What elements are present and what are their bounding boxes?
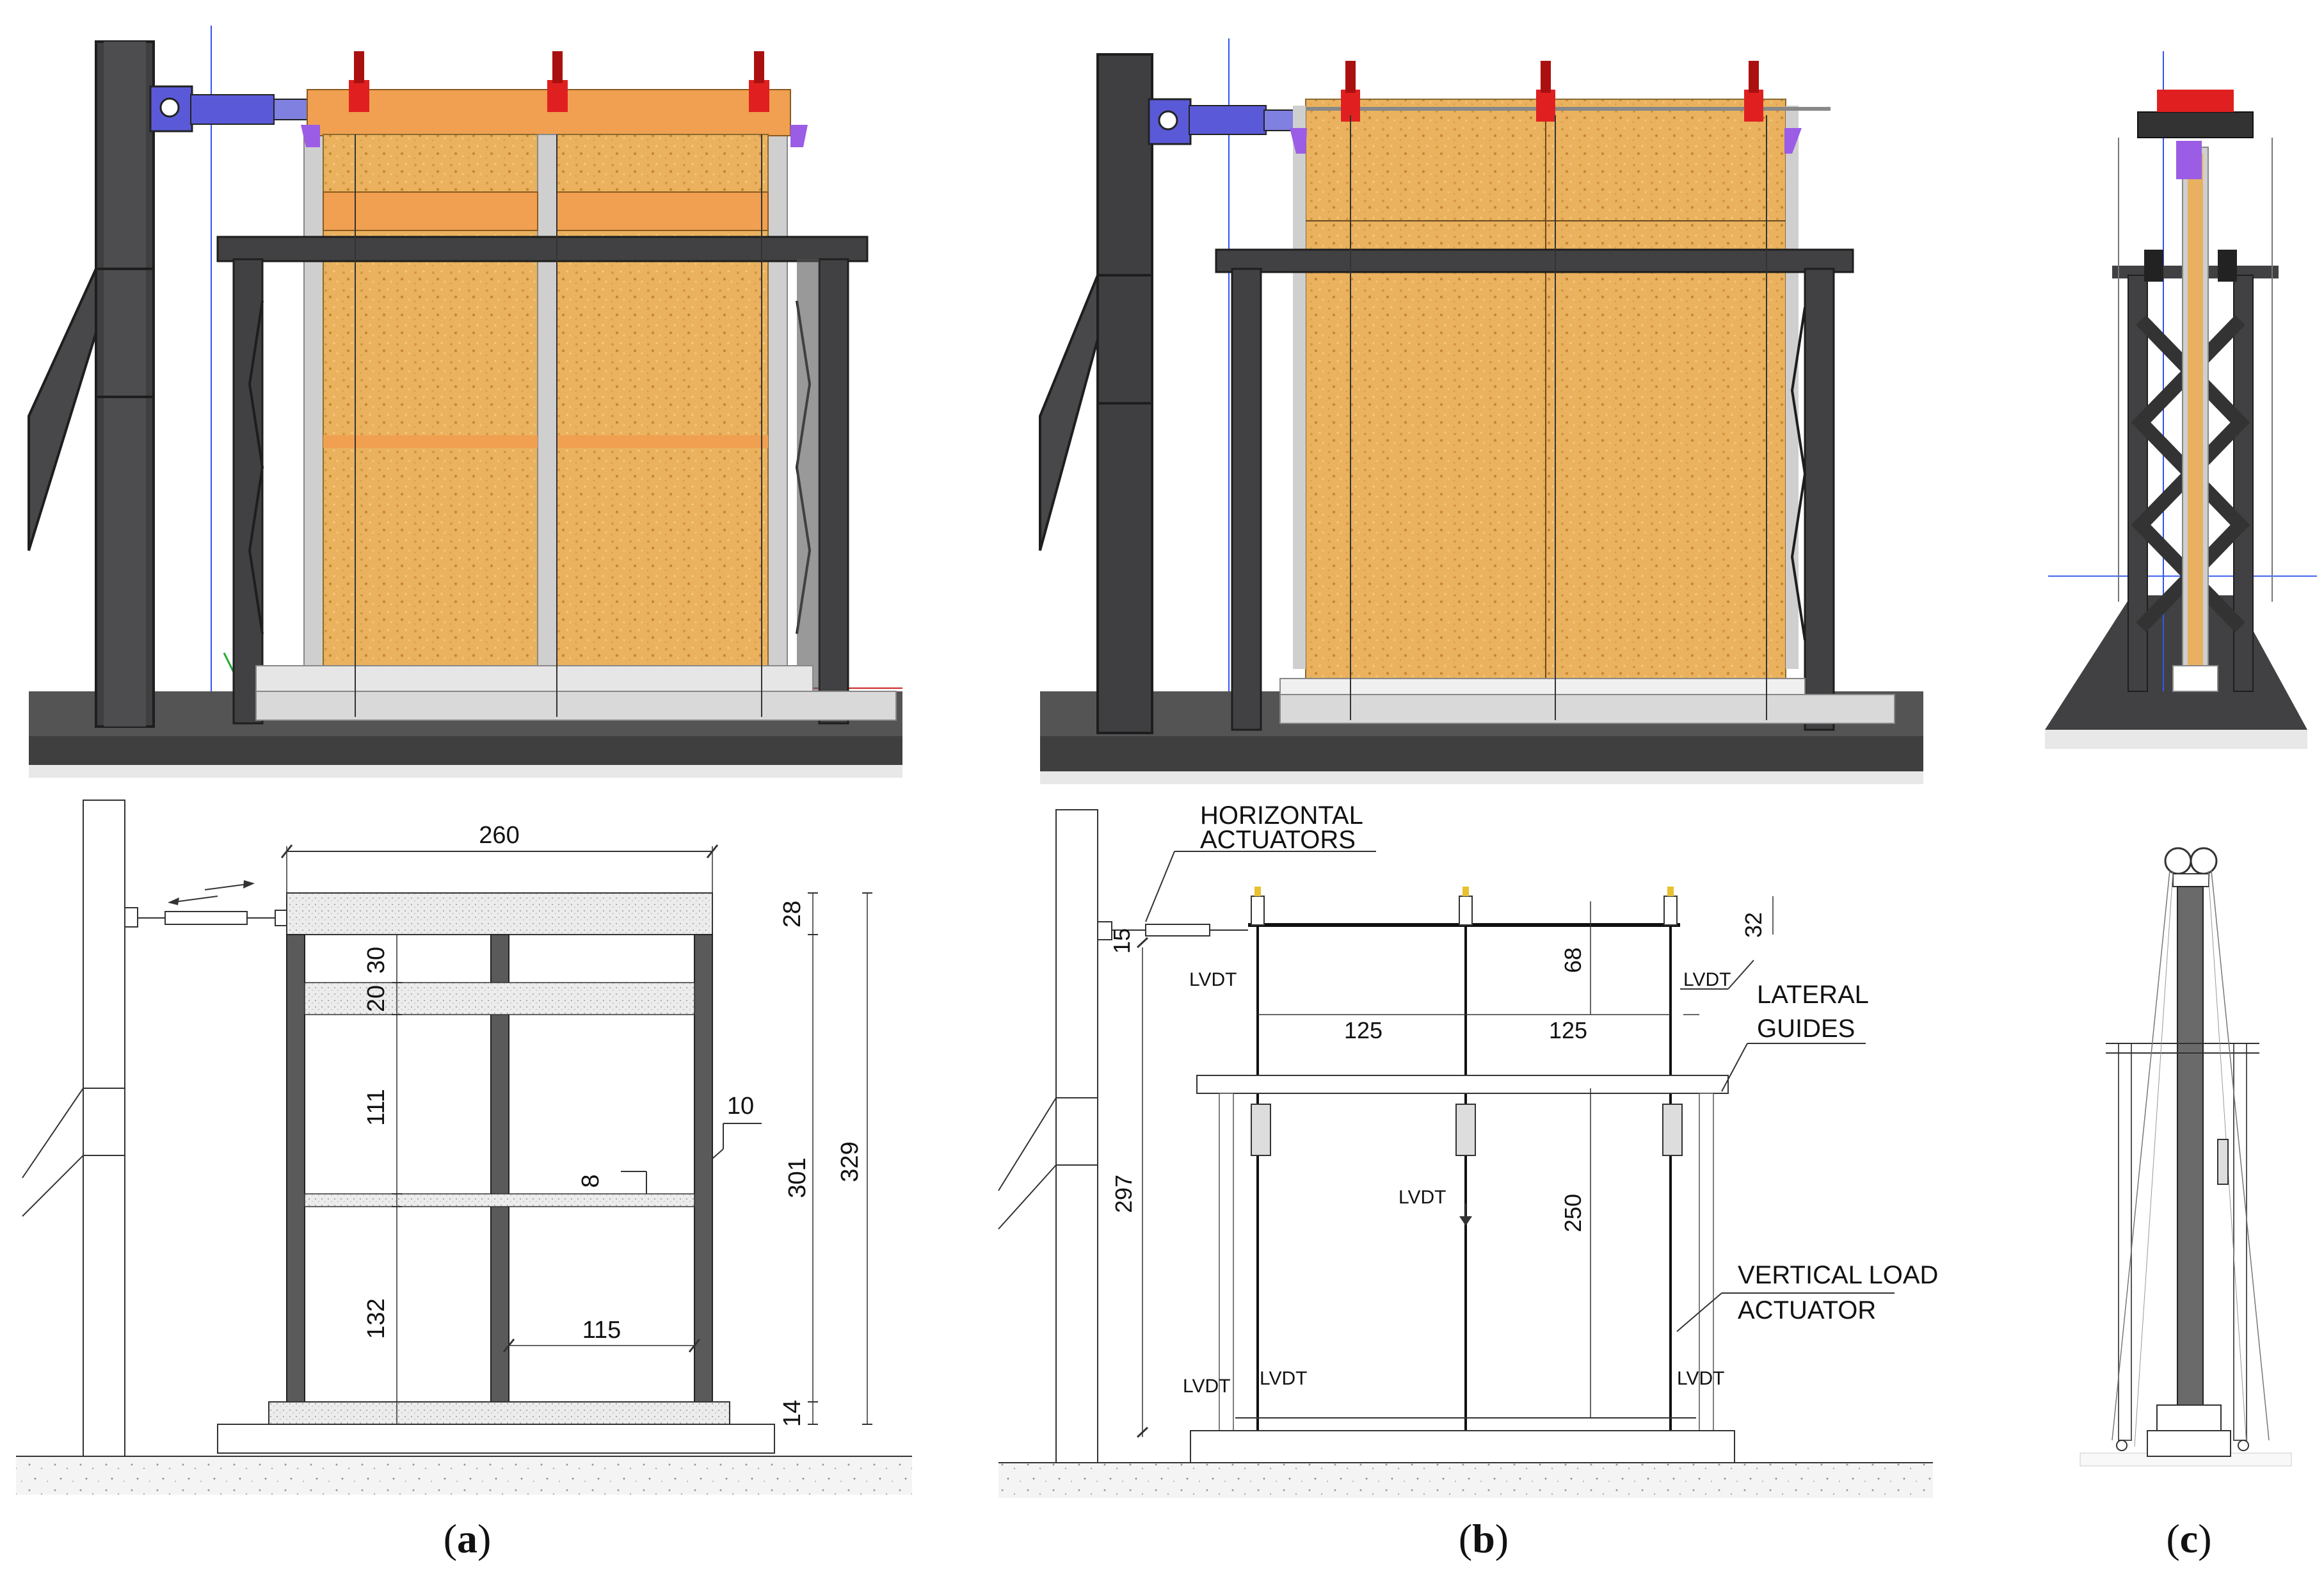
dim-329: 329	[837, 1141, 863, 1182]
dim-8: 8	[577, 1174, 604, 1187]
drawing-panel-c	[2080, 847, 2292, 1467]
dim-132: 132	[363, 1298, 390, 1339]
dim-115: 115	[582, 1317, 621, 1344]
dim-297: 297	[1110, 1175, 1137, 1213]
dim-30: 30	[363, 947, 390, 974]
dim-125-left: 125	[1344, 1017, 1382, 1043]
label-lvdt-top-right: LVDT	[1683, 969, 1731, 990]
label-lvdt-middle: LVDT	[1398, 1187, 1446, 1208]
dim-250: 250	[1560, 1194, 1586, 1232]
dim-68: 68	[1560, 947, 1586, 973]
dim-15: 15	[1109, 928, 1135, 954]
dim-14: 14	[779, 1400, 806, 1427]
label-lateral-guides-1: LATERAL	[1757, 981, 1869, 1009]
label-horizontal-actuators-1: HORIZONTAL	[1200, 801, 1363, 830]
dim-125-right: 125	[1549, 1017, 1587, 1043]
caption-b: (b)	[1459, 1516, 1509, 1561]
render-panel-a	[28, 26, 902, 778]
label-lvdt-bottom-right: LVDT	[1677, 1368, 1724, 1389]
label-lateral-guides-2: GUIDES	[1757, 1015, 1855, 1043]
label-lvdt-bottom-left-2: LVDT	[1260, 1368, 1307, 1389]
dim-28: 28	[779, 901, 806, 928]
dim-111: 111	[363, 1089, 390, 1126]
dim-10: 10	[727, 1093, 754, 1120]
caption-c: (c)	[2166, 1516, 2211, 1561]
render-panel-b	[1039, 38, 1923, 784]
dim-301: 301	[784, 1157, 811, 1198]
label-vertical-load-1: VERTICAL LOAD	[1738, 1261, 1938, 1289]
label-lvdt-bottom-left-1: LVDT	[1183, 1376, 1230, 1397]
caption-a: (a)	[444, 1516, 492, 1561]
render-panel-c	[2045, 51, 2317, 749]
label-vertical-load-2: ACTUATOR	[1738, 1296, 1876, 1324]
reaction-column	[28, 40, 155, 728]
dim-20: 20	[363, 985, 390, 1012]
drawing-panel-b	[998, 809, 1933, 1498]
top-clamps-a	[349, 51, 769, 112]
dim-32: 32	[1740, 912, 1767, 938]
drawing-panel-a	[16, 800, 912, 1495]
dim-260: 260	[479, 822, 519, 849]
label-horizontal-actuators-2: ACTUATORS	[1200, 826, 1356, 854]
horizontal-actuator	[149, 85, 319, 133]
label-lvdt-top-left: LVDT	[1189, 969, 1237, 990]
